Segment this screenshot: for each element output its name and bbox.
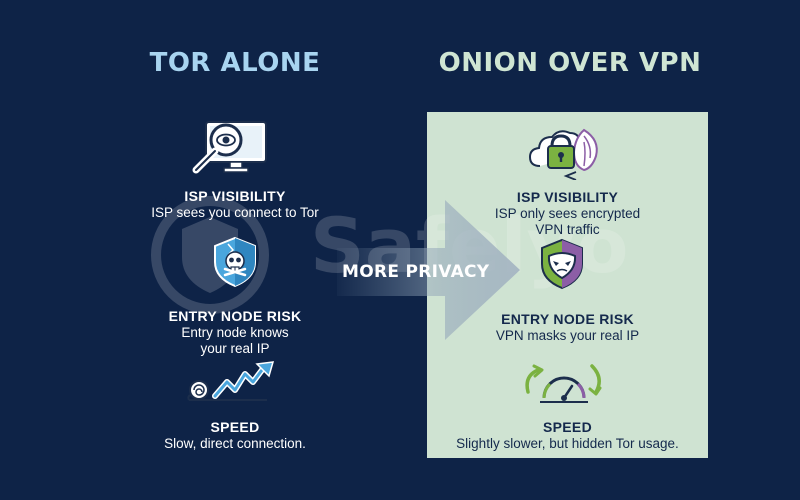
left-isp-visibility: ISP VISIBILITY ISP sees you connect to T… [110, 188, 360, 221]
skull-shield-icon [214, 236, 256, 288]
left-isp-visibility-title: ISP VISIBILITY [184, 188, 286, 204]
more-privacy-arrow [337, 200, 520, 340]
speedometer-icon [525, 364, 602, 403]
left-entry-node-risk-title: ENTRY NODE RISK [168, 308, 302, 324]
right-isp-visibility-desc: ISP only sees encrypted VPN traffic [494, 206, 641, 237]
mask-shield-icon [541, 238, 583, 290]
cloud-lock-onion-icon [528, 128, 598, 180]
right-speed: SPEED Slightly slower, but hidden Tor us… [427, 419, 708, 452]
left-entry-node-risk: ENTRY NODE RISK Entry node knows your re… [110, 308, 360, 357]
monitor-magnifier-icon [192, 121, 267, 174]
onion-over-vpn-heading: ONION OVER VPN [438, 48, 702, 78]
left-isp-visibility-desc: ISP sees you connect to Tor [151, 205, 319, 220]
right-isp-visibility-title: ISP VISIBILITY [516, 189, 619, 205]
left-speed: SPEED Slow, direct connection. [110, 419, 360, 452]
right-speed-title: SPEED [543, 419, 592, 435]
tor-alone-heading: TOR ALONE [149, 48, 321, 78]
left-speed-desc: Slow, direct connection. [164, 436, 306, 451]
right-entry-node-risk-title: ENTRY NODE RISK [501, 311, 634, 327]
snail-zigzag-arrow-icon [187, 361, 275, 401]
right-isp-visibility: ISP VISIBILITY ISP only sees encrypted V… [427, 189, 708, 238]
left-speed-title: SPEED [210, 419, 260, 435]
right-entry-node-risk: ENTRY NODE RISK VPN masks your real IP [427, 311, 708, 344]
left-entry-node-risk-desc: Entry node knows your real IP [181, 325, 289, 356]
right-speed-desc: Slightly slower, but hidden Tor usage. [456, 436, 679, 451]
more-privacy-label: MORE PRIVACY [342, 262, 490, 282]
right-entry-node-risk-desc: VPN masks your real IP [495, 328, 640, 343]
